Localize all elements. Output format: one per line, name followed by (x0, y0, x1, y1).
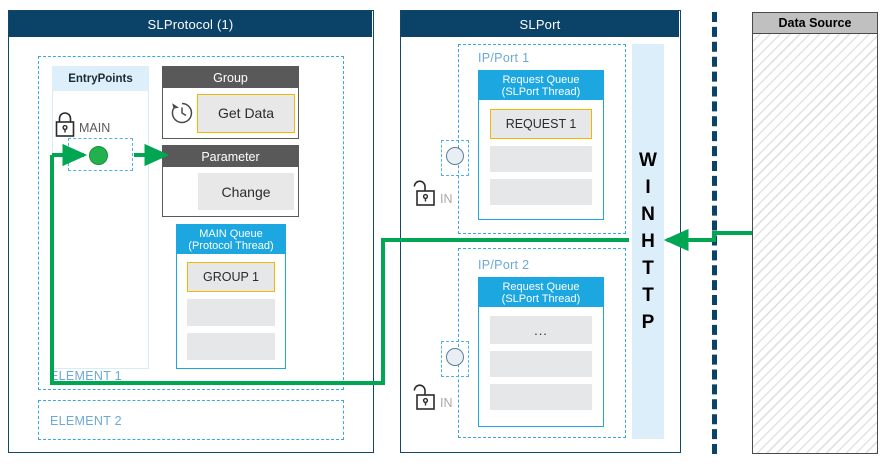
parameter-action-chip[interactable]: Change (198, 173, 294, 210)
main-queue-header-line2: (Protocol Thread) (188, 240, 274, 252)
main-queue-slot[interactable] (187, 333, 275, 360)
slprotocol-panel-title: SLProtocol (1) (9, 11, 372, 37)
request-queue-2-slot[interactable]: ... (490, 316, 592, 344)
parameter-card[interactable]: Parameter Change (162, 145, 299, 217)
ip-port-2-io-label: IN (440, 396, 453, 410)
winhttp-letter: T (642, 285, 654, 306)
group-action-chip[interactable]: Get Data (197, 93, 295, 133)
request-queue-2-slot[interactable] (490, 351, 592, 377)
request-queue-2-header-line1: Request Queue (502, 281, 580, 293)
main-queue-slot[interactable] (187, 299, 275, 326)
request-queue-2-slot[interactable] (490, 384, 592, 410)
clock-history-icon (167, 98, 197, 128)
request-queue-1-header-line1: Request Queue (502, 74, 580, 86)
request-queue-1-slot[interactable] (490, 146, 592, 172)
winhttp-letter: I (645, 177, 651, 198)
winhttp-letter: H (641, 231, 655, 252)
entrypoint-name-main: MAIN (79, 121, 111, 135)
data-source-header: Data Source (752, 12, 878, 34)
element-2-container[interactable] (38, 400, 344, 440)
winhttp-letter: W (639, 150, 657, 171)
winhttp-letter: T (642, 258, 654, 279)
main-queue-header-line1: MAIN Queue (199, 228, 263, 240)
data-source-body (752, 34, 878, 454)
parameter-card-header: Parameter (163, 146, 298, 167)
request-queue-1-slot[interactable] (490, 179, 592, 205)
lock-open-icon (411, 178, 439, 208)
main-queue-header: MAIN Queue (Protocol Thread) (177, 225, 285, 254)
green-circle-node-icon (89, 146, 108, 165)
request-queue-2-header: Request Queue (SLPort Thread) (479, 278, 603, 307)
main-queue[interactable]: MAIN Queue (Protocol Thread) GROUP 1 (176, 224, 286, 369)
ip-port-2-label: IP/Port 2 (478, 258, 530, 272)
group-card[interactable]: Group Get Data (162, 66, 299, 139)
winhttp-band: W I N H T T P (632, 44, 664, 439)
slport-panel-title: SLPort (401, 11, 679, 37)
winhttp-letter: P (641, 312, 655, 333)
main-queue-slot[interactable]: GROUP 1 (187, 262, 275, 292)
element-2-label: ELEMENT 2 (50, 414, 122, 428)
lock-closed-icon (52, 110, 78, 140)
ip-port-1-io-label: IN (440, 192, 453, 206)
circle-connection-icon (446, 348, 464, 366)
request-queue-1-slot[interactable]: REQUEST 1 (490, 109, 592, 139)
request-queue-2[interactable]: Request Queue (SLPort Thread) ... (478, 277, 604, 427)
request-queue-1-header: Request Queue (SLPort Thread) (479, 71, 603, 100)
entrypoints-title: EntryPoints (52, 66, 149, 91)
element-1-label: ELEMENT 1 (50, 369, 122, 383)
request-queue-1[interactable]: Request Queue (SLPort Thread) REQUEST 1 (478, 70, 604, 220)
winhttp-letter: N (641, 204, 655, 225)
request-queue-2-header-line2: (SLPort Thread) (501, 293, 581, 305)
request-queue-1-header-line2: (SLPort Thread) (501, 86, 581, 98)
group-card-header: Group (163, 67, 298, 88)
lock-open-icon (411, 382, 439, 412)
system-boundary-divider (712, 12, 717, 454)
circle-connection-icon (446, 147, 464, 165)
ip-port-1-label: IP/Port 1 (478, 51, 530, 65)
